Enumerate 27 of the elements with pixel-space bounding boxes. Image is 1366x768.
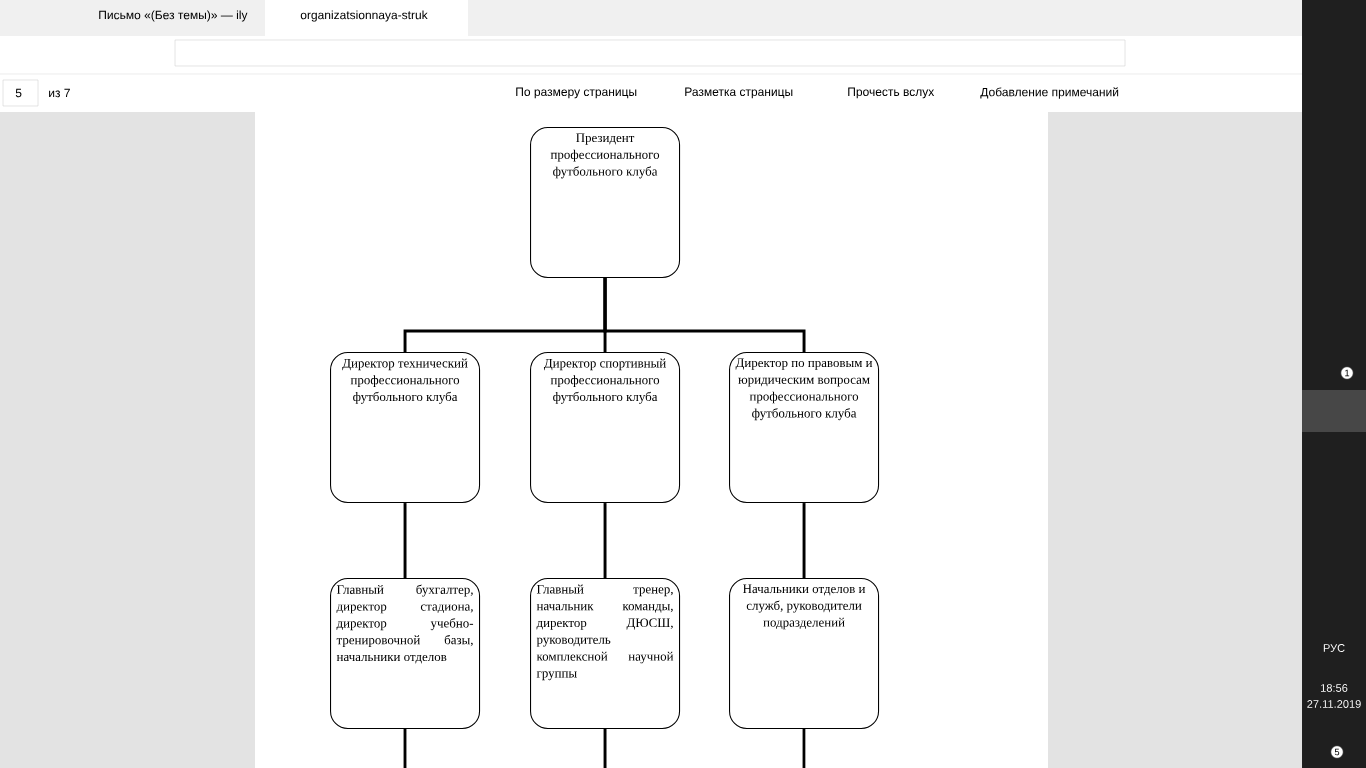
connector-line bbox=[403, 503, 407, 578]
taskbar-text: 18:56 bbox=[1321, 684, 1348, 692]
taskbar-text: РУС bbox=[1323, 644, 1345, 652]
org-box: Директор технический профессионального футбольного клуба bbox=[330, 352, 481, 504]
connector-line bbox=[603, 503, 607, 578]
notification-badge: 1 bbox=[1340, 366, 1354, 380]
tab-title: organizatsionnaya-struk bbox=[300, 10, 428, 22]
org-box: Начальники отделов и служб, руководители подразделений bbox=[729, 578, 880, 730]
toolbar-label: Добавление примечаний bbox=[980, 87, 1119, 99]
toolbar-label: Прочесть вслух bbox=[848, 87, 935, 99]
taskbar-text: 27.11.2019 bbox=[1307, 700, 1361, 708]
toolbar-label: из 7 bbox=[49, 88, 70, 98]
org-box: Директор по правовым и юридическим вопросам профессионального футбольного клуба bbox=[729, 352, 880, 504]
org-box: Президент профессионального футбольного клуба bbox=[530, 127, 681, 279]
connector-line bbox=[802, 503, 806, 578]
toolbar-label: По размеру страницы bbox=[516, 87, 637, 99]
connector-line bbox=[603, 278, 806, 352]
org-box: Директор спортивный профессионального футбольного клуба bbox=[530, 352, 681, 504]
org-box: Главный тренер, начальник команды, директор ДЮСШ, руководитель комплексной научной группы bbox=[530, 578, 681, 730]
connector-line bbox=[802, 729, 806, 768]
connector-line bbox=[403, 729, 407, 768]
toolbar-label: Разметка страницы bbox=[685, 87, 793, 99]
org-box: Главный бухгалтер, директор стадиона, директор учебно-тренировочной базы, начальники отделов bbox=[330, 578, 481, 730]
connector-line bbox=[603, 729, 607, 768]
notification-badge: 5 bbox=[1330, 745, 1344, 759]
toolbar-label: 5 bbox=[15, 88, 22, 98]
tab-title: Письмо «(Без темы)» — ily bbox=[99, 10, 248, 22]
